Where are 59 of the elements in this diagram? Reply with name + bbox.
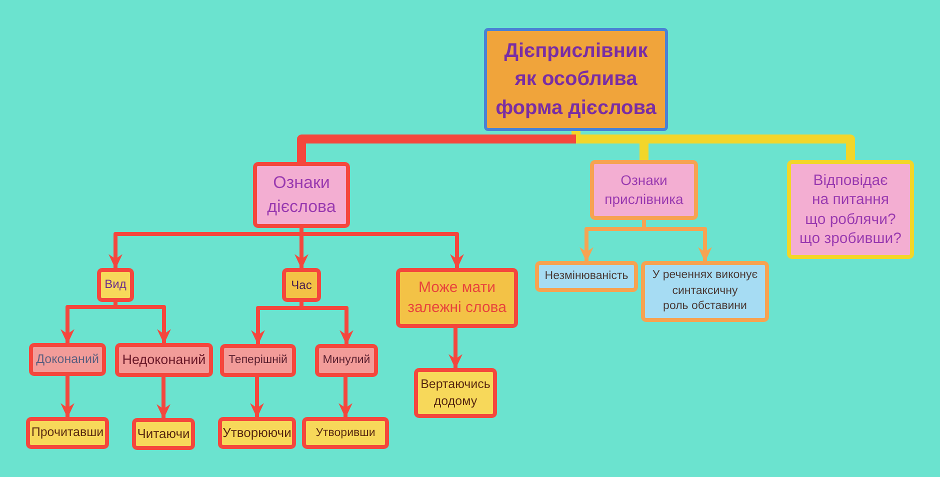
topic-text: Незмінюваність — [544, 268, 628, 284]
subtopic-box — [115, 343, 213, 377]
topic-text: Ознаки прислівника — [604, 171, 684, 209]
main-topic-box — [590, 160, 698, 220]
topic-text: Може мати залежні слова — [406, 278, 508, 318]
subtopic-box — [220, 344, 296, 377]
subtopic-box — [535, 261, 638, 292]
topic-text: Минулий — [322, 354, 370, 368]
connector-line — [297, 134, 576, 162]
topic-text: Вертаючись додому — [420, 376, 491, 410]
topic-text: Відповідає на питання що роблячи? що зробивши? — [799, 170, 902, 248]
subtopic-box — [29, 343, 106, 376]
topic-text: Недоконаний — [122, 352, 206, 368]
topic-text: Ознаки дієслова — [266, 172, 337, 218]
main-topic-box — [787, 160, 914, 259]
topic-text: Теперішній — [228, 354, 288, 368]
connector-line — [640, 144, 648, 160]
main-topic-box — [253, 162, 350, 228]
connector-line — [642, 220, 646, 227]
arrow — [448, 328, 462, 370]
arrow — [251, 306, 302, 346]
arrow — [108, 232, 302, 270]
topic-text: У реченнях виконує синтаксичну роль обставини — [651, 268, 759, 314]
connector-line — [300, 228, 304, 232]
example-box — [218, 417, 296, 449]
connector-line — [114, 302, 118, 305]
example-box — [414, 368, 497, 418]
arrow — [250, 377, 264, 418]
arrow — [644, 227, 712, 262]
arrow — [338, 377, 352, 418]
topic-text: Вид — [104, 277, 126, 293]
topic-text: Дієприслівник як особлива форма дієслова — [494, 38, 658, 121]
subtopic-box — [97, 268, 134, 302]
subtopic-box — [641, 261, 769, 322]
connector-line — [572, 131, 580, 134]
subtopic-box — [396, 268, 518, 328]
topic-text: Утворивши — [316, 426, 376, 441]
connector-line — [300, 302, 304, 306]
example-box — [26, 417, 109, 449]
arrow — [60, 376, 74, 418]
subtopic-box — [315, 344, 378, 377]
topic-text: Прочитавши — [31, 424, 104, 442]
arrow — [302, 232, 464, 270]
connector-line — [576, 134, 644, 144]
arrow — [156, 377, 170, 420]
arrow — [60, 305, 116, 344]
example-box — [302, 417, 389, 449]
topic-text: Доконаний — [36, 352, 99, 367]
example-box — [132, 418, 195, 450]
central-topic-box — [484, 28, 668, 131]
arrow — [580, 227, 644, 262]
connector-line — [644, 134, 855, 160]
arrow — [116, 305, 171, 344]
subtopic-box — [282, 268, 321, 302]
topic-text: Утворюючи — [222, 424, 292, 442]
arrow — [302, 306, 354, 346]
topic-text: Читаючи — [137, 424, 190, 443]
arrow — [294, 236, 308, 270]
topic-text: Час — [291, 276, 312, 294]
